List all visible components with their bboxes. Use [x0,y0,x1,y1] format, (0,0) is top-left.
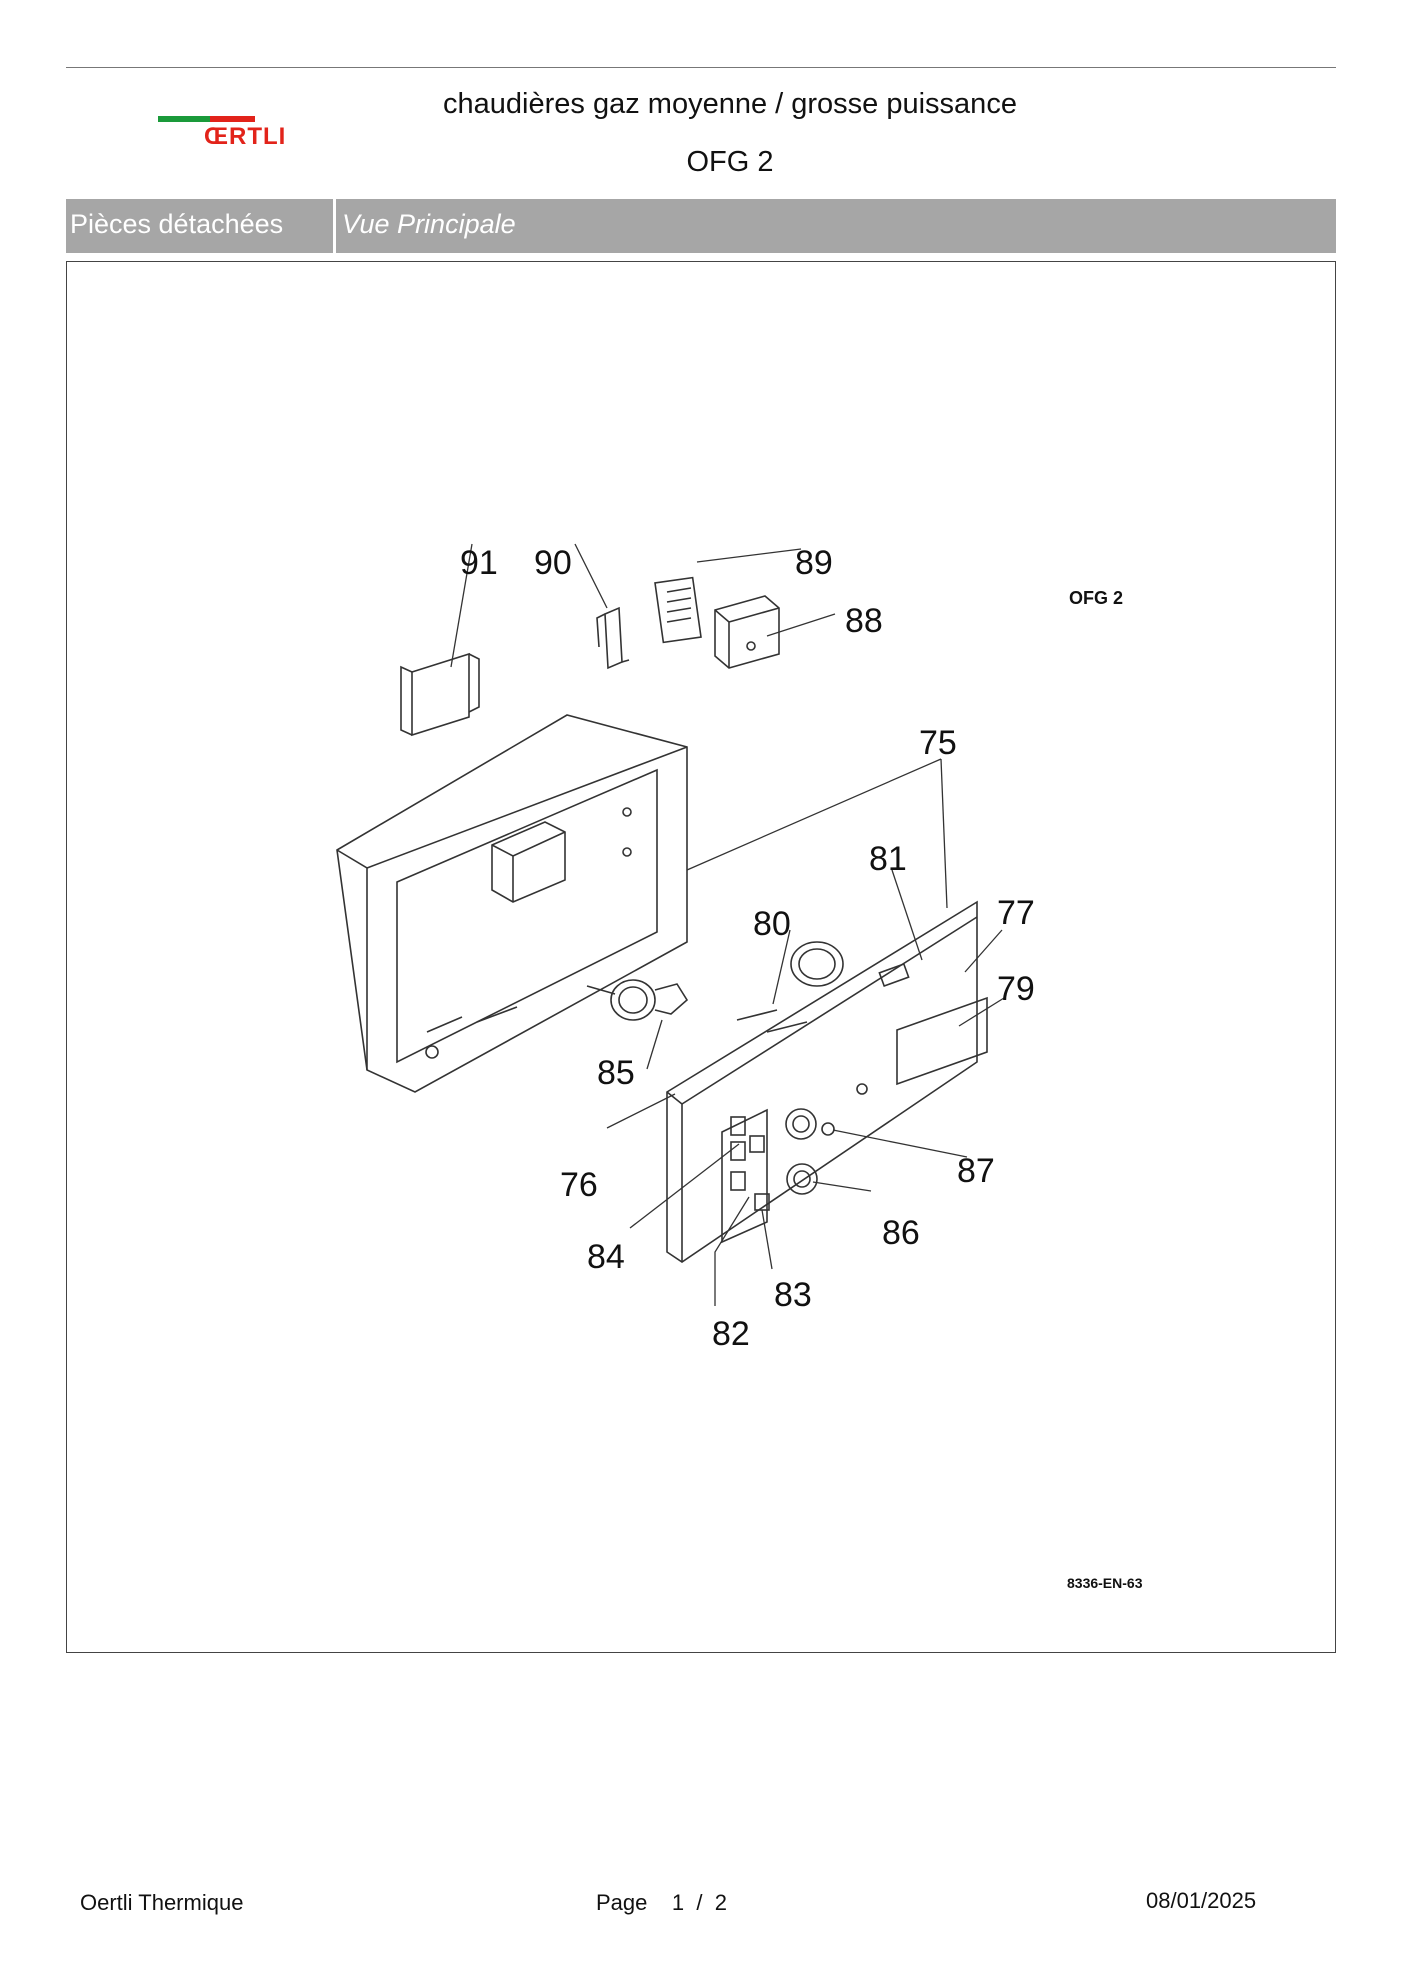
part-number-75: 75 [919,724,957,762]
section-label-main-view: Vue Principale [342,209,516,239]
footer-date: 08/01/2025 [1146,1888,1257,1913]
document-subtitle: OFG 2 [686,146,774,178]
exploded-view-drawing [336,543,1005,1306]
part-number-90: 90 [534,544,572,582]
part-number-81: 81 [869,840,907,878]
document-title: chaudières gaz moyenne / grosse puissanc… [443,88,1017,120]
section-bar-left-cell [66,199,336,253]
section-label-spare-parts: Pièces détachées [70,209,284,239]
footer-page-label: Page [596,1890,648,1915]
figure-model-label: OFG 2 [1069,588,1124,608]
footer-company: Oertli Thermique [80,1890,244,1915]
footer-page-current: 1 [671,1890,685,1915]
part-number-85: 85 [597,1054,635,1092]
brand-logo: ŒRTLI [158,112,308,152]
part-number-79: 79 [997,970,1035,1008]
drawing-reference-code: 8336-EN-63 [1067,1575,1143,1591]
part-number-87: 87 [957,1152,995,1190]
housing-box [336,714,688,1093]
part-81-switch [878,962,910,988]
logo-green-bar [158,116,210,122]
exploded-view-figure: OFG 2 91 90 89 88 75 81 80 77 79 85 76 8… [66,261,1336,1653]
footer-page-indicator: Page 1 / 2 [596,1890,727,1916]
top-rule [66,67,1336,68]
part-number-77: 77 [997,894,1035,932]
front-panel [666,900,978,1263]
part-88-cover [714,595,780,669]
part-number-82: 82 [712,1315,750,1353]
footer-page-separator: / [696,1890,703,1915]
part-number-86: 86 [882,1214,920,1252]
logo-wordmark: ŒRTLI [204,123,287,150]
logo-red-bar [210,116,255,122]
part-85-thermostat [586,979,689,1021]
part-number-89: 89 [795,544,833,582]
leader-lines [450,543,1005,1306]
part-number-84: 84 [587,1238,625,1276]
footer-page-total: 2 [714,1890,727,1915]
section-bar: Pièces détachées Vue Principale [66,199,1336,253]
part-89-terminal-block [654,576,702,644]
part-80-capillary-coil [736,941,844,1033]
part-number-83: 83 [774,1276,812,1314]
part-number-76: 76 [560,1166,598,1204]
part-90-clip [596,606,630,670]
part-79-plate [896,996,988,1086]
part-number-91: 91 [460,544,498,582]
part-number-88: 88 [845,602,883,640]
part-91-bracket [400,652,480,737]
part-number-80: 80 [753,905,791,943]
